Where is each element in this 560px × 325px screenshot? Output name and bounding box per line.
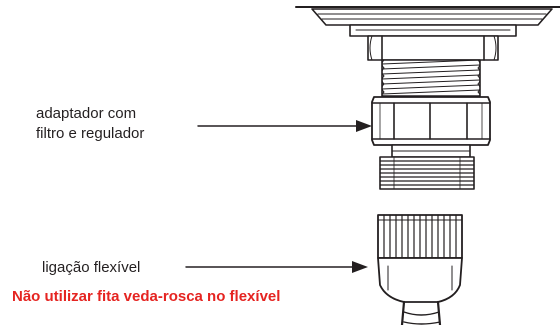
leader-arrow-hose: [185, 261, 368, 273]
thread-tape-warning: Não utilizar fita veda-rosca no flexível: [12, 288, 281, 305]
adapter-hex-body: [371, 96, 491, 146]
leader-arrow-adapter: [197, 120, 372, 132]
mounting-flange: [295, 6, 560, 37]
adapter-neck: [391, 144, 471, 158]
adapter-label-line2: filtro e regulador: [36, 125, 145, 142]
adapter-filter-regulator-label: adaptador com filtro e regulador: [36, 104, 144, 144]
adapter-label-line1: adaptador com: [36, 105, 137, 122]
flexible-hose-tube: [400, 300, 442, 325]
upper-thread: [381, 59, 481, 97]
hose-ferrule: [377, 257, 463, 303]
flexible-hose-label: ligação flexível: [42, 259, 141, 276]
lower-thread: [379, 156, 475, 190]
hose-knurled-nut: [377, 214, 463, 259]
lock-nut: [367, 35, 499, 61]
